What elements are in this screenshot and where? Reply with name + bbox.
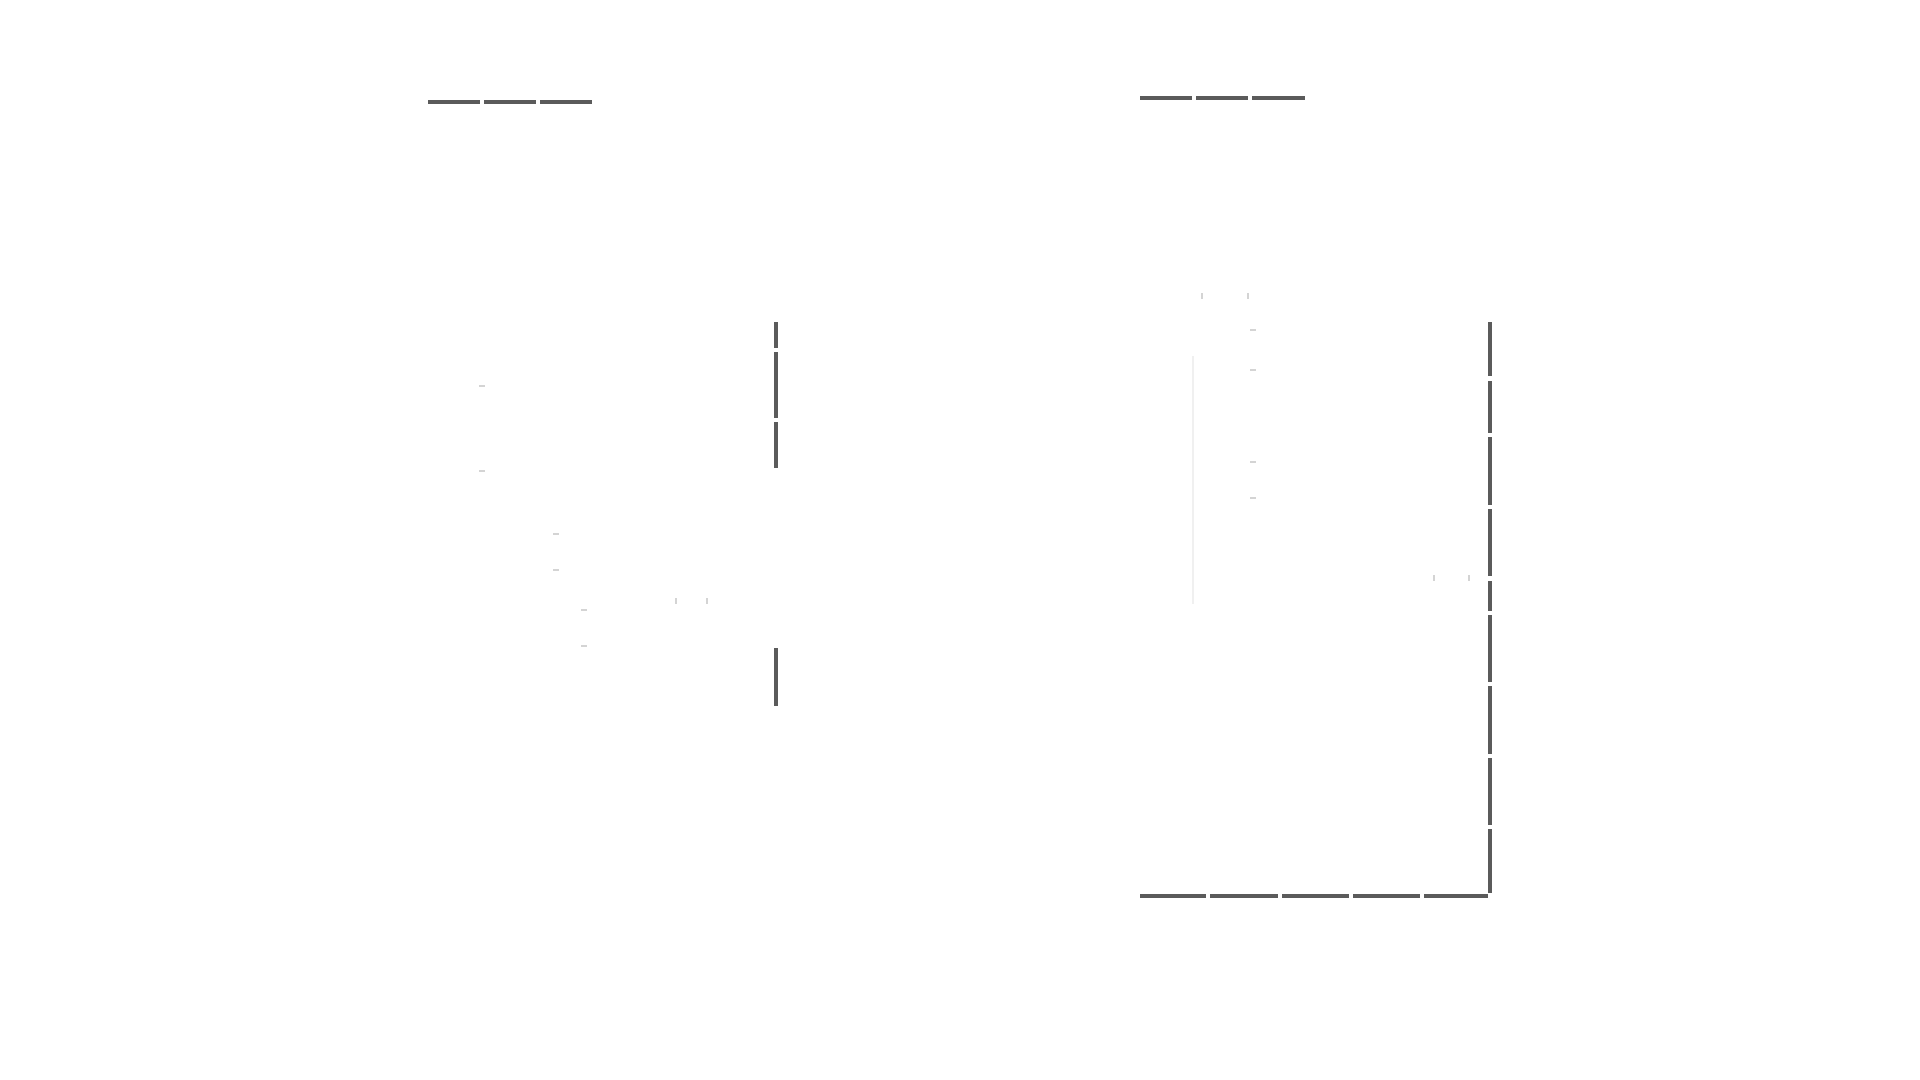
right-panel bbox=[1140, 96, 1492, 898]
left-panel bbox=[428, 100, 778, 706]
